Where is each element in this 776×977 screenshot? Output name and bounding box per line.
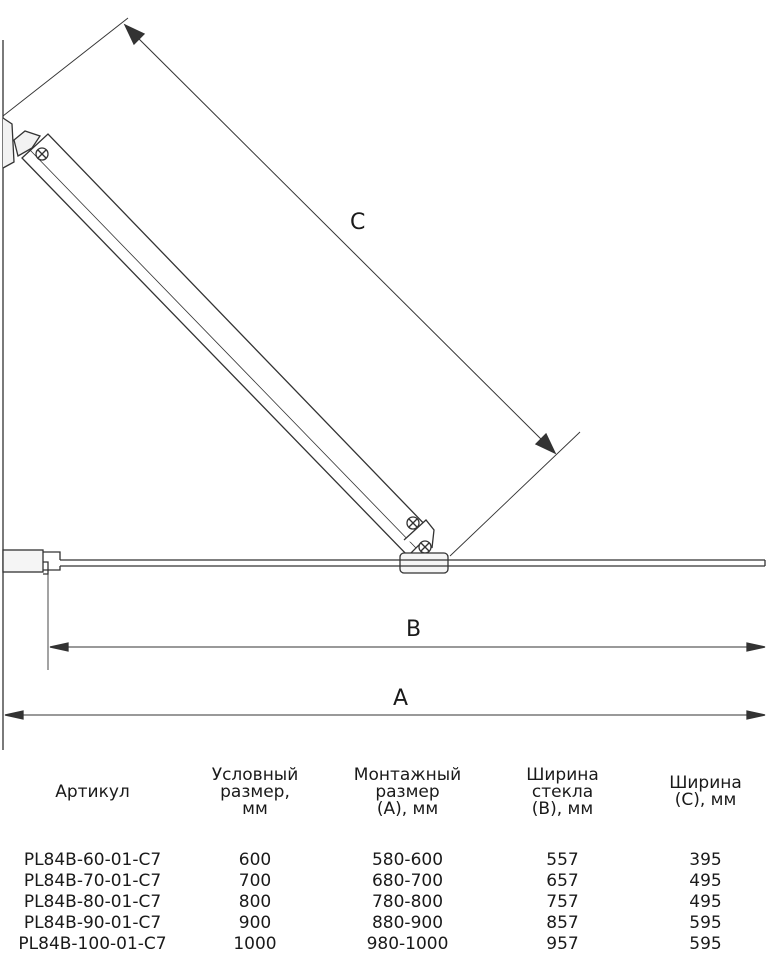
spec-table-header: Артикул Условный размер, мм Монтажный ра… [0,752,776,832]
glass-clamp [399,552,449,574]
header-line: (C), мм [674,790,737,810]
header-c-width: Ширина (C), мм [635,752,776,832]
table-row: PL84B-100-01-C7 1000 980-1000 957 595 [0,934,776,955]
header-line: Ширина [669,773,742,793]
header-line: Условный [211,764,299,785]
table-row: PL84B-80-01-C7 800 780-800 757 495 [0,892,776,913]
table-row: PL84B-90-01-C7 900 880-900 857 595 [0,913,776,934]
cell-c-width: 595 [689,913,722,933]
wall-profile [2,549,44,573]
header-nominal-size: Условный размер, мм [185,752,325,832]
cell-article: PL84B-70-01-C7 [23,871,162,891]
cell-c-width: 395 [689,850,722,870]
cell-mounting-size: 980-1000 [366,934,449,954]
cell-nominal-size: 900 [238,913,272,933]
spec-table: Артикул Условный размер, мм Монтажный ра… [0,752,776,955]
dimension-b-label: B [406,617,422,642]
cell-nominal-size: 800 [238,892,272,912]
header-line: стекла [531,781,594,802]
cell-article: PL84B-80-01-C7 [23,892,162,912]
dimension-a-label: A [393,686,409,711]
header-mounting-size: Монтажный размер (A), мм [325,752,490,832]
cell-nominal-size: 600 [238,850,272,870]
cell-glass-width: 657 [546,871,579,891]
cell-article: PL84B-60-01-C7 [23,850,162,870]
header-article: Артикул [0,752,185,832]
cell-nominal-size: 700 [238,871,272,891]
table-row: PL84B-70-01-C7 700 680-700 657 495 [0,871,776,892]
header-line: мм [242,798,268,819]
cell-c-width: 595 [689,934,722,954]
cell-article: PL84B-100-01-C7 [18,934,167,954]
cell-glass-width: 857 [546,913,579,933]
cell-c-width: 495 [689,892,722,912]
cell-c-width: 495 [689,871,722,891]
header-line: (B), мм [531,798,594,819]
cell-glass-width: 957 [546,934,579,954]
cell-mounting-size: 880-900 [371,913,444,933]
cell-glass-width: 757 [546,892,579,912]
cell-mounting-size: 580-600 [371,850,444,870]
cell-nominal-size: 1000 [233,934,277,954]
cell-mounting-size: 680-700 [371,871,444,891]
header-line: размер [375,781,440,802]
cell-glass-width: 557 [546,850,579,870]
header-line: (A), мм [376,798,439,819]
header-glass-width: Ширина стекла (B), мм [490,752,635,832]
spacer [0,832,776,850]
dimension-c-label: C [350,210,366,235]
cell-mounting-size: 780-800 [371,892,444,912]
cell-article: PL84B-90-01-C7 [23,913,162,933]
wall-bracket [2,117,15,169]
hinge-top [13,130,42,157]
header-line: Монтажный [353,764,462,785]
header-line: Ширина [526,764,599,785]
header-line: размер, [220,781,290,802]
stabilizer-bar [21,133,433,557]
table-row: PL84B-60-01-C7 600 580-600 557 395 [0,850,776,871]
shower-screen-drawing [2,17,766,750]
header-article-line: Артикул [55,781,130,802]
